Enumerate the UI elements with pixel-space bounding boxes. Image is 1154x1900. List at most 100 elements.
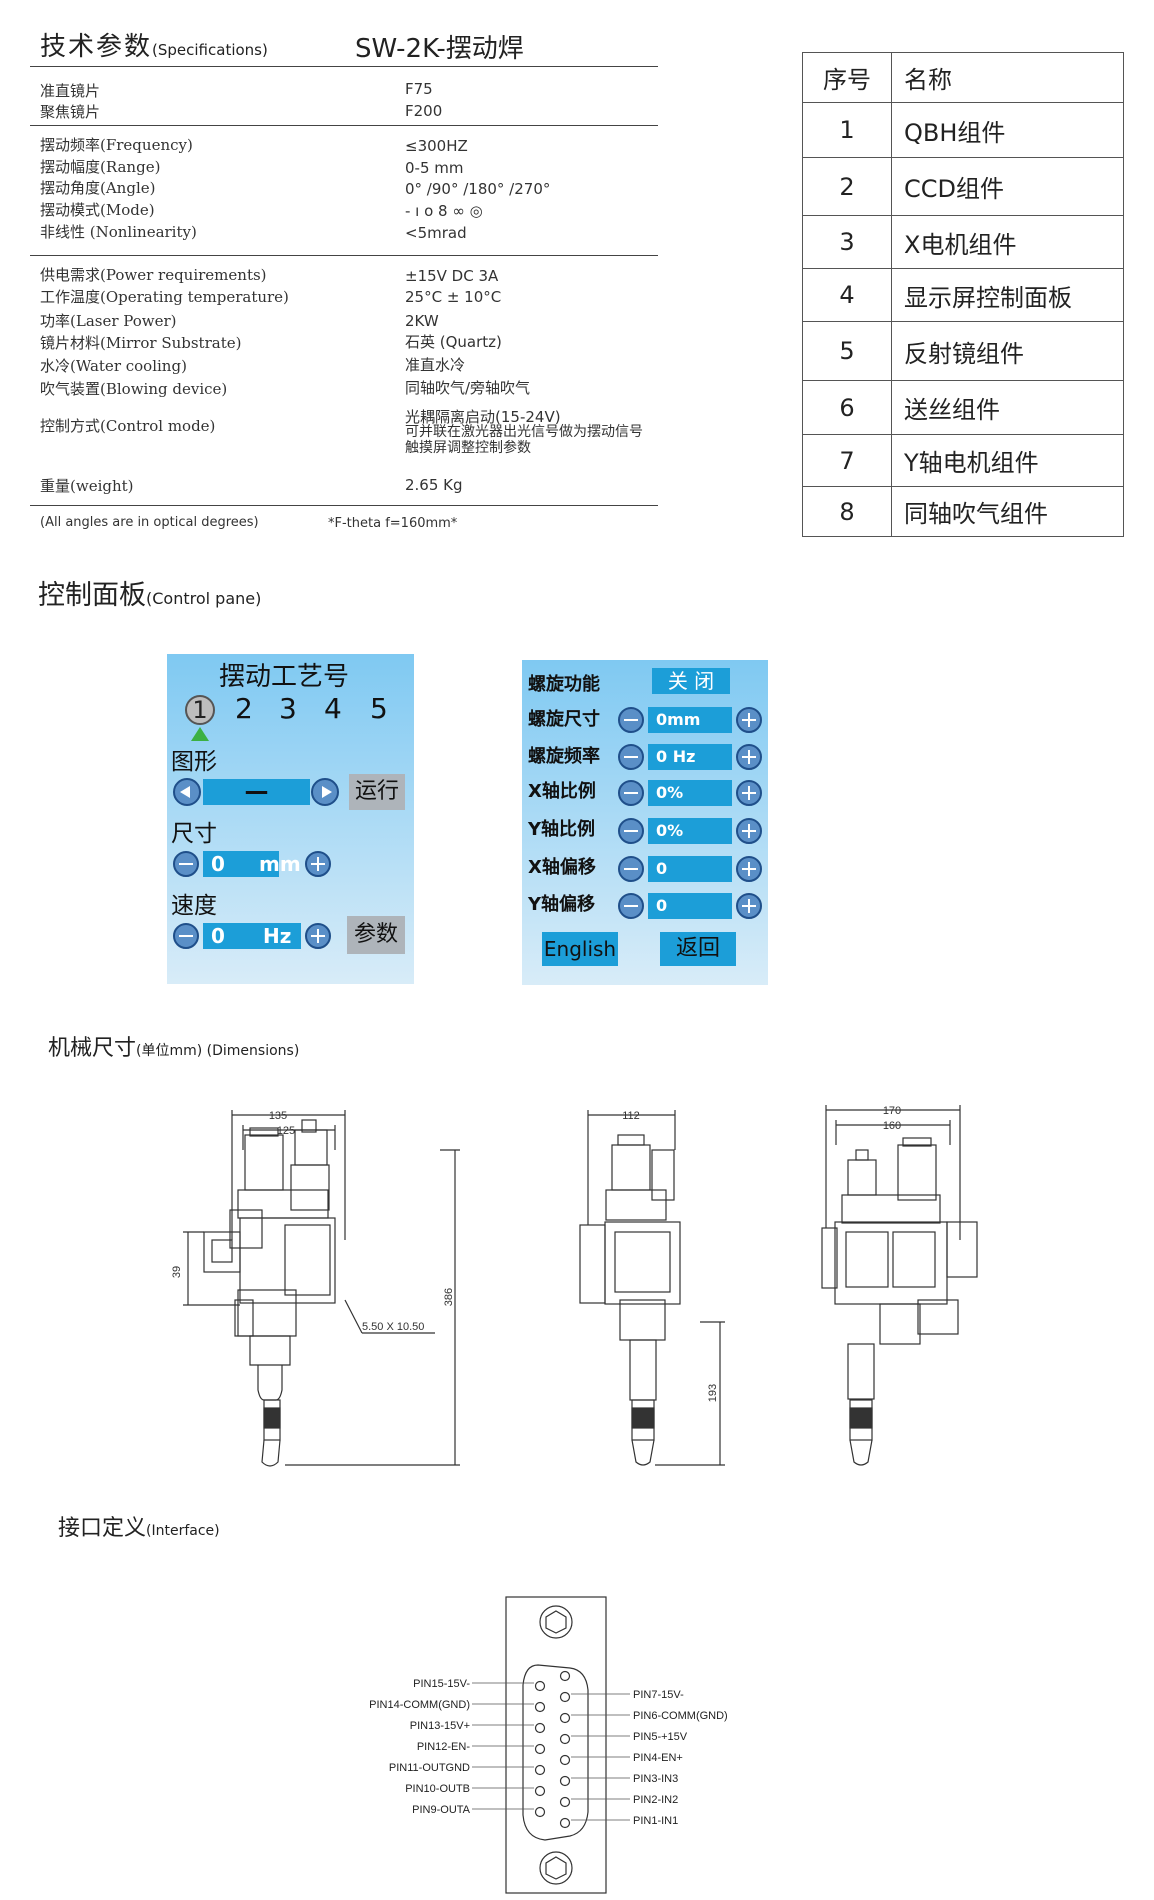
spec-value: F75 (405, 80, 433, 98)
spec-label: 吹气装置(Blowing device) (40, 380, 228, 398)
left-arrow-icon (180, 786, 190, 798)
pin-label-right: PIN5-+15V (633, 1731, 688, 1743)
speed-value[interactable]: 0 (211, 924, 225, 948)
spec-label: 供电需求(Power requirements) (40, 266, 267, 284)
params-button[interactable]: 参数 (347, 916, 405, 954)
spec-value: F200 (405, 102, 443, 120)
spec-label: 控制方式(Control mode) (40, 417, 216, 435)
x-ratio-label: X轴比例 (528, 781, 596, 802)
pin-hole (559, 1670, 571, 1682)
pin-label-left: PIN9-OUTA (412, 1804, 471, 1816)
spec-label: 水冷(Water cooling) (40, 357, 187, 375)
spec-label: 摆动频率(Frequency) (40, 136, 193, 154)
pin-hole (534, 1785, 546, 1797)
front-width-outer: 135 (269, 1110, 287, 1122)
part-name: 反射镜组件 (891, 321, 1124, 381)
spiral-freq-label: 螺旋频率 (528, 746, 600, 767)
front-view (183, 1110, 460, 1467)
size-unit: mm (259, 852, 301, 876)
x-offset-minus-button[interactable] (618, 856, 644, 882)
size-label: 尺寸 (171, 821, 217, 847)
run-button[interactable]: 运行 (349, 774, 405, 810)
y-ratio-minus-button[interactable] (618, 818, 644, 844)
spec-value: 2.65 Kg (405, 476, 463, 494)
spiral-size-plus-button[interactable] (736, 707, 762, 733)
spiral-panel: 螺旋功能 关 闭 螺旋尺寸 0mm 螺旋频率 0 Hz X轴比例 0% Y轴比例… (522, 660, 768, 985)
pin-label-left: PIN12-EN- (417, 1741, 471, 1753)
size-plus-button[interactable] (305, 851, 331, 877)
size-minus-button[interactable] (173, 851, 199, 877)
ftheta-note: *F-theta f=160mm* (328, 516, 458, 531)
spec-label: 聚焦镜片 (40, 103, 101, 121)
nozzle-size: 5.50 X 10.50 (362, 1321, 424, 1333)
speed-unit: Hz (263, 924, 292, 948)
divider (30, 255, 658, 256)
y-ratio-plus-button[interactable] (736, 818, 762, 844)
x-ratio-plus-button[interactable] (736, 780, 762, 806)
english-button[interactable]: English (542, 932, 618, 966)
part-name: 同轴吹气组件 (891, 486, 1124, 537)
y-offset-value[interactable]: 0 (648, 893, 732, 919)
spiral-size-value[interactable]: 0mm (648, 707, 732, 733)
header-name: 名称 (891, 52, 1124, 103)
right-arrow-icon (322, 786, 332, 798)
back-view (821, 1105, 978, 1466)
pin-label-right: PIN7-15V- (633, 1689, 684, 1701)
control-title-en: (Control pane) (146, 589, 262, 608)
spiral-freq-plus-button[interactable] (736, 744, 762, 770)
spiral-freq-minus-button[interactable] (618, 744, 644, 770)
x-offset-value[interactable]: 0 (648, 856, 732, 882)
pin-hole (559, 1754, 571, 1766)
process-number[interactable]: 5 (370, 692, 388, 725)
spiral-label: 螺旋功能 (528, 674, 600, 695)
spec-label: 摆动模式(Mode) (40, 201, 155, 219)
size-value[interactable]: 0 (203, 851, 279, 877)
spiral-toggle[interactable]: 关 闭 (652, 668, 730, 694)
y-offset-plus-button[interactable] (736, 893, 762, 919)
x-ratio-value[interactable]: 0% (648, 780, 732, 806)
pin-hole (534, 1722, 546, 1734)
table-header-row: 序号 名称 (802, 52, 1124, 103)
part-name: Y轴电机组件 (891, 434, 1124, 487)
process-number[interactable]: 4 (324, 692, 342, 725)
angle-note: (All angles are in optical degrees) (40, 515, 259, 530)
spec-value: ≤300HZ (405, 137, 468, 155)
shape-value: — (203, 779, 310, 805)
process-number[interactable]: 2 (235, 692, 253, 725)
next-shape-button[interactable] (311, 778, 339, 806)
prev-shape-button[interactable] (173, 778, 201, 806)
spiral-freq-value[interactable]: 0 Hz (648, 744, 732, 770)
pin-label-left: PIN14-COMM(GND) (369, 1699, 470, 1711)
part-name: X电机组件 (891, 215, 1124, 269)
process-number-selected[interactable]: 1 (185, 695, 215, 725)
pin-label-right: PIN6-COMM(GND) (633, 1710, 728, 1722)
back-button[interactable]: 返回 (660, 932, 736, 966)
header-num: 序号 (802, 52, 892, 103)
process-number[interactable]: 3 (279, 692, 297, 725)
spiral-size-minus-button[interactable] (618, 707, 644, 733)
pin-label-right: PIN4-EN+ (633, 1752, 683, 1764)
pin-label-right: PIN3-IN3 (633, 1773, 678, 1785)
y-ratio-value[interactable]: 0% (648, 818, 732, 844)
speed-plus-button[interactable] (305, 923, 331, 949)
process-title: 摆动工艺号 (219, 662, 350, 692)
front-side-height: 39 (171, 1266, 183, 1278)
y-offset-minus-button[interactable] (618, 893, 644, 919)
spec-label: 工作温度(Operating temperature) (40, 288, 289, 306)
part-name: 送丝组件 (891, 380, 1124, 435)
spec-value: 2KW (405, 312, 439, 330)
x-offset-plus-button[interactable] (736, 856, 762, 882)
spec-label: 重量(weight) (40, 477, 134, 495)
interface-title-en: (Interface) (146, 1523, 220, 1539)
x-ratio-minus-button[interactable] (618, 780, 644, 806)
speed-minus-button[interactable] (173, 923, 199, 949)
interface-title-cn: 接口定义 (58, 1516, 147, 1541)
spec-value: 同轴吹气/旁轴吹气 (405, 379, 531, 397)
